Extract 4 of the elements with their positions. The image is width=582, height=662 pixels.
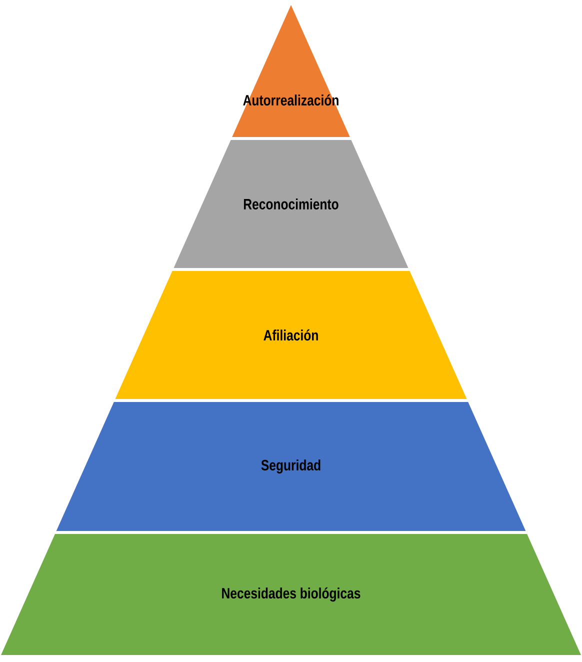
pyramid-level: Reconocimiento [174, 140, 408, 268]
pyramid-level: Afiliación [115, 271, 467, 399]
pyramid-level: Necesidades biológicas [1, 534, 581, 655]
pyramid-level: Seguridad [56, 402, 526, 531]
